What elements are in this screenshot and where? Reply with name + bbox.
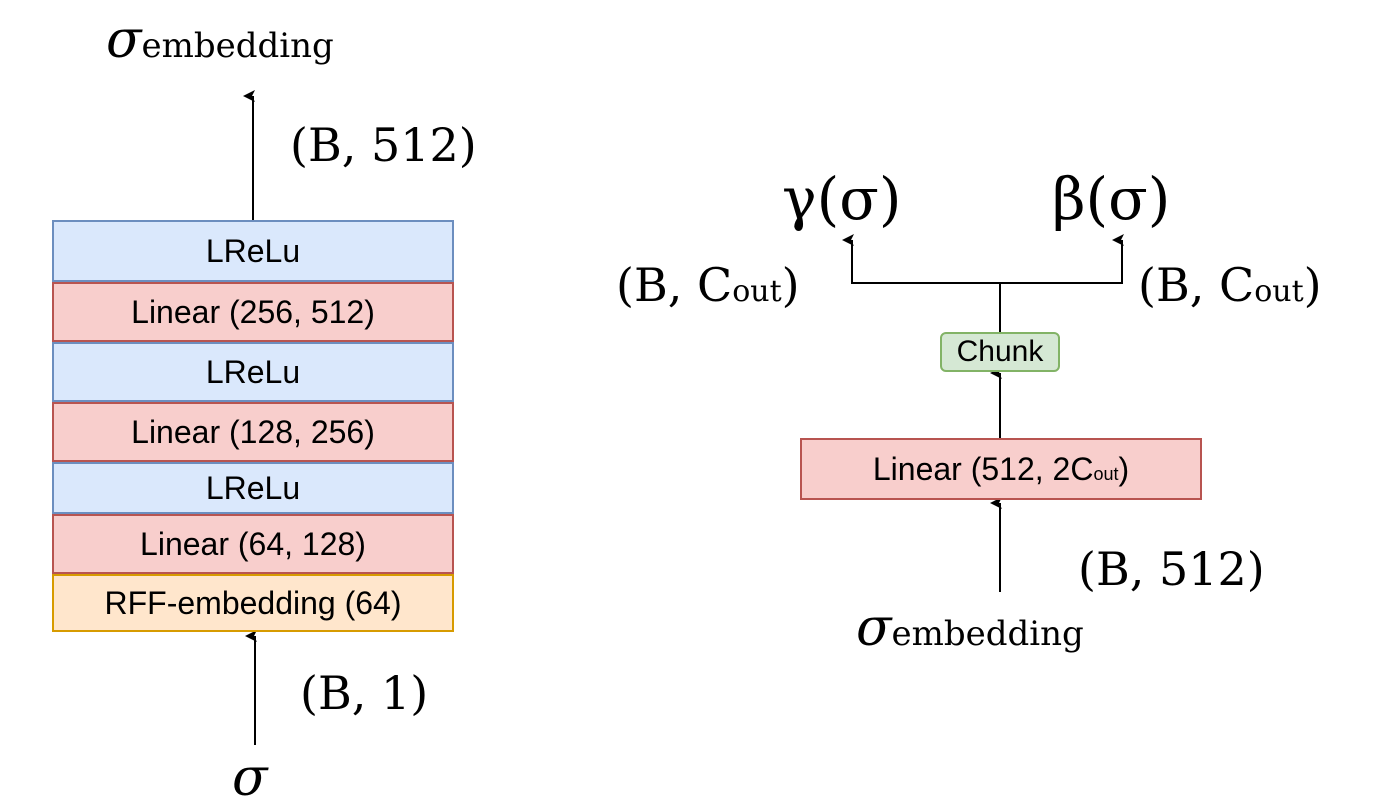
beta-output-label: β(σ) [1052,165,1171,233]
left-layer-linear-256-512: Linear (256, 512) [52,282,454,342]
beta-shape-label: (B, Cout) [1138,262,1322,308]
left-output-shape: (B, 512) [290,118,477,172]
chunk-label: Chunk [956,335,1044,368]
chunk-block: Chunk [940,332,1060,372]
gamma-shape-suffix: ) [781,258,800,312]
right-input-symbol: σembedding [856,602,1084,654]
left-input-symbol: σ [232,748,268,808]
beta-shape-prefix: (B, C [1138,258,1255,312]
right-input-sigma: σ [856,598,892,658]
beta-shape-sub: out [1254,274,1304,309]
split-right-arrow [1000,234,1124,284]
layer-label: Linear (256, 512) [131,293,375,330]
linear-prefix: Linear (512, 2C [872,450,1094,487]
layer-label: RFF-embedding (64) [104,584,402,621]
left-layer-linear-64-128: Linear (64, 128) [52,514,454,574]
left-input-shape: (B, 1) [300,666,429,720]
left-output-subscript: embedding [141,26,334,66]
left-layer-lrelu-2: LReLu [52,342,454,402]
layer-label: LReLu [205,469,301,506]
split-left-arrow [842,234,1000,284]
beta-shape-suffix: ) [1303,258,1322,312]
layer-label: Linear (128, 256) [131,413,375,450]
left-output-symbol: σembedding [106,14,334,66]
right-input-shape: (B, 512) [1078,542,1265,596]
left-layer-linear-128-256: Linear (128, 256) [52,402,454,462]
left-layer-lrelu-3: LReLu [52,462,454,514]
left-layer-lrelu-1: LReLu [52,220,454,282]
left-output-sigma: σ [106,10,142,70]
layer-label: LReLu [205,232,301,269]
linear-sub: out [1093,463,1119,484]
linear-suffix: ) [1118,450,1130,487]
gamma-shape-label: (B, Cout) [616,262,800,308]
layer-label: LReLu [205,353,301,390]
right-input-subscript: embedding [891,614,1084,654]
gamma-output-label: γ(σ) [782,165,902,233]
gamma-shape-sub: out [732,274,782,309]
gamma-shape-prefix: (B, C [616,258,733,312]
left-layer-rff-embedding: RFF-embedding (64) [52,574,454,632]
layer-label: Linear (64, 128) [140,525,366,562]
